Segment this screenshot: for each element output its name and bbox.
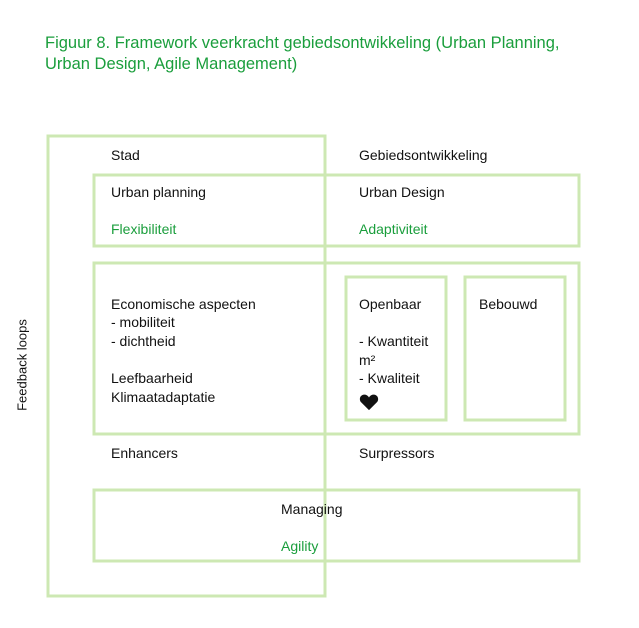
top-row-box	[92, 173, 581, 248]
urban-design-label: Urban Design	[359, 184, 445, 200]
figure-title: Figuur 8. Framework veerkracht gebiedson…	[45, 34, 560, 73]
managing-label: Managing	[281, 501, 343, 517]
openbaar-title: Openbaar	[359, 296, 422, 312]
surpressors-label: Surpressors	[359, 445, 435, 461]
stad-frame	[46, 134, 327, 598]
leefbaarheid-label: Leefbaarheid	[111, 370, 193, 386]
feedback-loops-label: Feedback loops	[14, 319, 30, 411]
column-label-gebiedsontwikkeling: Gebiedsontwikkeling	[359, 147, 488, 163]
urban-planning-label: Urban planning	[111, 184, 206, 200]
openbaar-kwantiteit: - Kwantiteit	[359, 333, 429, 349]
econ-item-dichtheid: - dichtheid	[111, 333, 176, 349]
econ-title: Economische aspecten	[111, 296, 256, 312]
flexibiliteit-label: Flexibiliteit	[111, 221, 177, 237]
enhancers-label: Enhancers	[111, 445, 178, 461]
column-label-stad: Stad	[111, 147, 140, 163]
agility-label: Agility	[281, 538, 319, 554]
bebouwd-title: Bebouwd	[479, 296, 538, 312]
klimaatadaptatie-label: Klimaatadaptatie	[111, 389, 216, 405]
bebouwd-box	[463, 275, 567, 422]
econ-item-mobiliteit: - mobiliteit	[111, 314, 175, 330]
managing-box	[92, 488, 581, 563]
middle-box	[92, 261, 581, 436]
heart-icon	[359, 394, 379, 411]
openbaar-unit: m²	[359, 352, 376, 368]
openbaar-kwaliteit: - Kwaliteit	[359, 370, 420, 386]
openbaar-box	[344, 275, 448, 422]
adaptiviteit-label: Adaptiviteit	[359, 221, 428, 237]
